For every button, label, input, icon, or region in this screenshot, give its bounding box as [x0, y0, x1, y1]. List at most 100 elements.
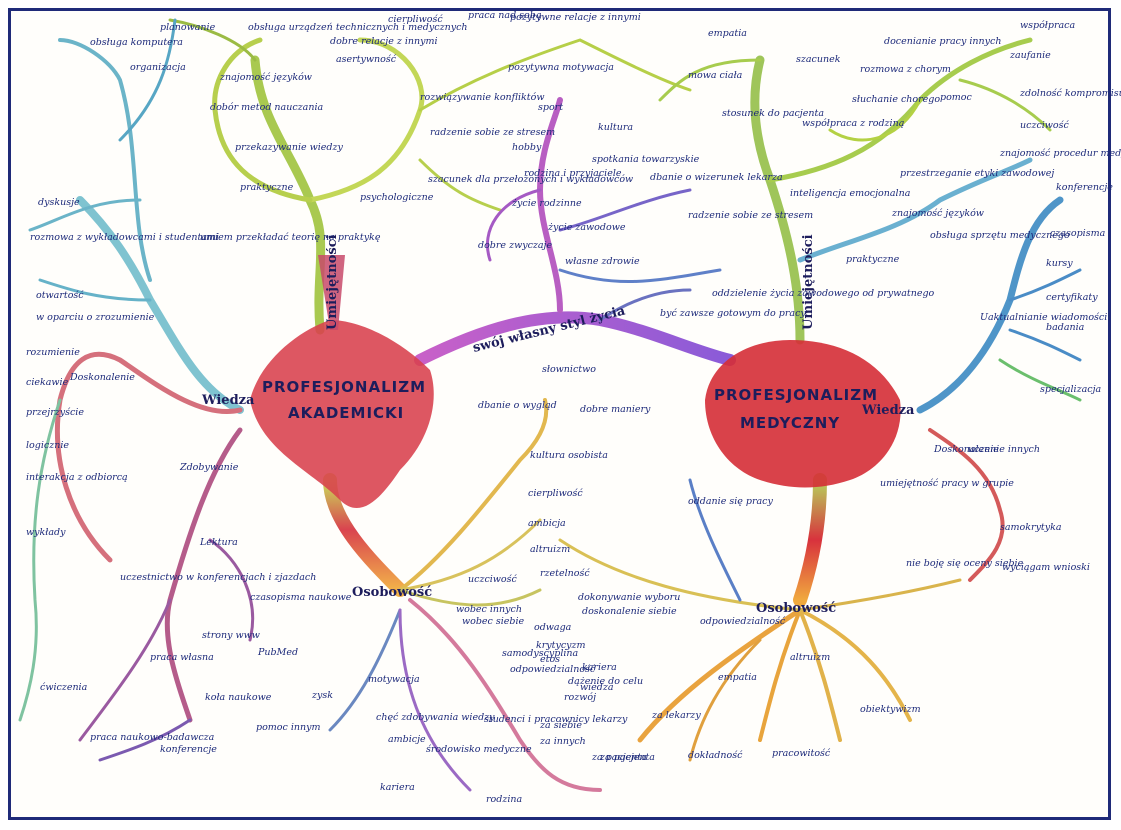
label-top-right-18: czasopisma — [1050, 228, 1106, 239]
label-right-bottom-12: dokładność — [688, 750, 743, 761]
label-bottom-center-3: kultura osobista — [530, 450, 608, 461]
label-bottom-center-7: rzetelność — [540, 568, 590, 579]
label-top-left-10: w oparciu o zrozumienie — [36, 312, 155, 323]
labels-top-right: empatiaszacunekstosunek do pacjentadocen… — [708, 20, 1121, 395]
labels-top-center: cierpliwośćpraca nad sobąasertywnośćdobr… — [200, 10, 743, 243]
label-top-right-10: współpraca z rodziną — [802, 118, 905, 129]
label-bottom-center-33: dążenie do celu — [568, 676, 643, 687]
label-center-13: inteligencja emocjonalna — [790, 188, 911, 199]
label-top-right-21: badania — [1046, 322, 1085, 333]
label-center-3: spotkania towarzyskie — [592, 154, 700, 165]
label-right-bottom-1: uczenie innych — [968, 444, 1040, 455]
osobowosc-left-label: Osobowość — [352, 585, 432, 600]
label-bottom-center-4: cierpliwość — [528, 488, 583, 499]
label-left-bottom-1: Zdobywanie — [179, 462, 239, 473]
label-top-left-6: przekazywanie wiedzy — [235, 142, 344, 153]
label-bottom-center-32: rozwój — [564, 692, 596, 703]
label-bottom-center-29: za pacjenta — [591, 752, 647, 763]
label-bottom-center-23: chęć zdobywania wiedzy — [376, 712, 495, 723]
label-left-bottom-6: praca własna — [150, 652, 214, 663]
label-top-left-16: wykłady — [26, 527, 66, 538]
label-top-center-11: pozytywna motywacja — [508, 62, 614, 73]
label-left-bottom-5: PubMed — [257, 647, 298, 658]
label-top-left-4: znajomość języków — [219, 72, 312, 83]
label-bottom-center-6: altruizm — [530, 544, 570, 555]
label-top-right-11: uczciwość — [1020, 120, 1070, 131]
label-center-12: być zawsze gotowym do pracy — [660, 308, 806, 319]
label-left-bottom-9: konferencje — [160, 744, 217, 755]
label-top-right-9: pomoc — [940, 92, 973, 103]
label-right-bottom-8: empatia — [718, 672, 757, 683]
label-bottom-center-28: za innych — [539, 736, 586, 747]
label-top-center-4: rozwiązywanie konfliktów — [420, 92, 544, 103]
label-top-left-7: dyskusje — [38, 197, 80, 208]
label-top-right-6: zdolność kompromisu — [1019, 88, 1121, 99]
label-top-left-5: dobór metod nauczania — [210, 102, 323, 113]
label-right-bottom-9: altruizm — [790, 652, 830, 663]
label-top-right-20: certyfikaty — [1046, 292, 1098, 303]
label-bottom-center-30: rodzina — [486, 794, 523, 805]
label-center-2: hobby — [512, 142, 542, 153]
label-bottom-center-2: dobre maniery — [580, 404, 651, 415]
label-top-left-1: obsługa komputera — [90, 37, 183, 48]
label-bottom-center-9: dokonywanie wyboru — [578, 592, 680, 603]
label-bottom-center-21: zysk — [311, 690, 333, 701]
hub-akademicki: PROFESJONALIZM AKADEMICKI — [250, 255, 434, 508]
label-top-right-16: praktyczne — [846, 254, 900, 265]
label-top-right-19: kursy — [1046, 258, 1073, 269]
label-bottom-center-25: środowisko medyczne — [426, 744, 532, 755]
label-right-bottom-3: samokrytyka — [1000, 522, 1062, 533]
label-center-11: oddzielenie życia zawodowego od prywatne… — [712, 288, 935, 299]
label-bottom-center-1: dbanie o wygląd — [478, 400, 557, 411]
label-center-4: rodzina i przyjaciele — [524, 168, 622, 179]
label-top-right-17: konferencje — [1056, 182, 1113, 193]
label-top-center-3: dobre relacje z innymi — [330, 36, 438, 47]
label-left-bottom-0: Doskonalenie — [69, 372, 135, 383]
label-top-right-0: empatia — [708, 28, 747, 39]
label-top-right-12: znajomość procedur medycznych — [999, 148, 1121, 159]
wiedza-right-label: Wiedza — [861, 403, 915, 418]
label-right-bottom-11: pracowitość — [772, 748, 831, 759]
label-right-bottom-5: wyciągam wnioski — [1002, 562, 1090, 573]
label-center-9: dbanie o wizerunek lekarza — [650, 172, 783, 183]
label-right-bottom-6: oddanie się pracy — [688, 496, 774, 507]
label-bottom-center-0: słownictwo — [542, 364, 596, 375]
label-bottom-center-22: pomoc innym — [256, 722, 321, 733]
label-top-right-15: obsługa sprzętu medycznego — [930, 230, 1070, 241]
label-bottom-center-16: samodyscyplina — [502, 648, 579, 659]
label-bottom-center-10: doskonalenie siebie — [582, 606, 677, 617]
label-left-bottom-7: koła naukowe — [205, 692, 272, 703]
label-top-right-1: szacunek — [796, 54, 841, 65]
osobowosc-right-label: Osobowość — [756, 601, 836, 616]
label-top-left-17: ćwiczenia — [40, 682, 88, 693]
label-center-8: własne zdrowie — [565, 256, 640, 267]
label-top-left-11: rozumienie — [26, 347, 80, 358]
label-top-right-14: znajomość języków — [891, 208, 984, 219]
label-top-left-15: interakcja z odbiorcą — [26, 472, 128, 483]
label-left-bottom-10: uczestnictwo w konferencjach i zjazdach — [120, 572, 316, 583]
label-left-bottom-4: strony www — [202, 630, 260, 641]
label-top-center-7: umiem przekładać teorię na praktykę — [200, 232, 381, 243]
hub-medyczny-line2: MEDYCZNY — [740, 414, 840, 432]
label-bottom-center-8: uczciwość — [468, 574, 518, 585]
hub-akademicki-line2: AKADEMICKI — [288, 404, 404, 422]
label-top-center-10: pozytywne relacje z innymi — [510, 12, 641, 23]
label-center-10: radzenie sobie ze stresem — [688, 210, 813, 221]
label-bottom-center-19: motywacja — [368, 674, 420, 685]
label-right-bottom-14: za lekarzy — [651, 710, 701, 721]
label-center-7: dobre zwyczaje — [478, 240, 553, 251]
label-top-right-7: rozmowa z chorym — [860, 64, 951, 75]
label-left-bottom-8: praca naukowo-badawcza — [90, 732, 215, 743]
label-top-right-5: zaufanie — [1009, 50, 1051, 61]
label-top-center-2: asertywność — [336, 54, 397, 65]
umiejetnosci-left-label: Umiejętności — [325, 234, 340, 330]
label-bottom-center-13: odwaga — [534, 622, 572, 633]
label-top-right-3: docenianie pracy innych — [884, 36, 1001, 47]
label-bottom-center-5: ambicja — [528, 518, 566, 529]
wiedza-left-label: Wiedza — [201, 393, 255, 408]
label-top-left-2: planowanie — [160, 22, 216, 33]
label-bottom-center-31: kariera — [380, 782, 415, 793]
label-top-left-3: organizacja — [130, 62, 186, 73]
label-center-1: kultura — [598, 122, 633, 133]
